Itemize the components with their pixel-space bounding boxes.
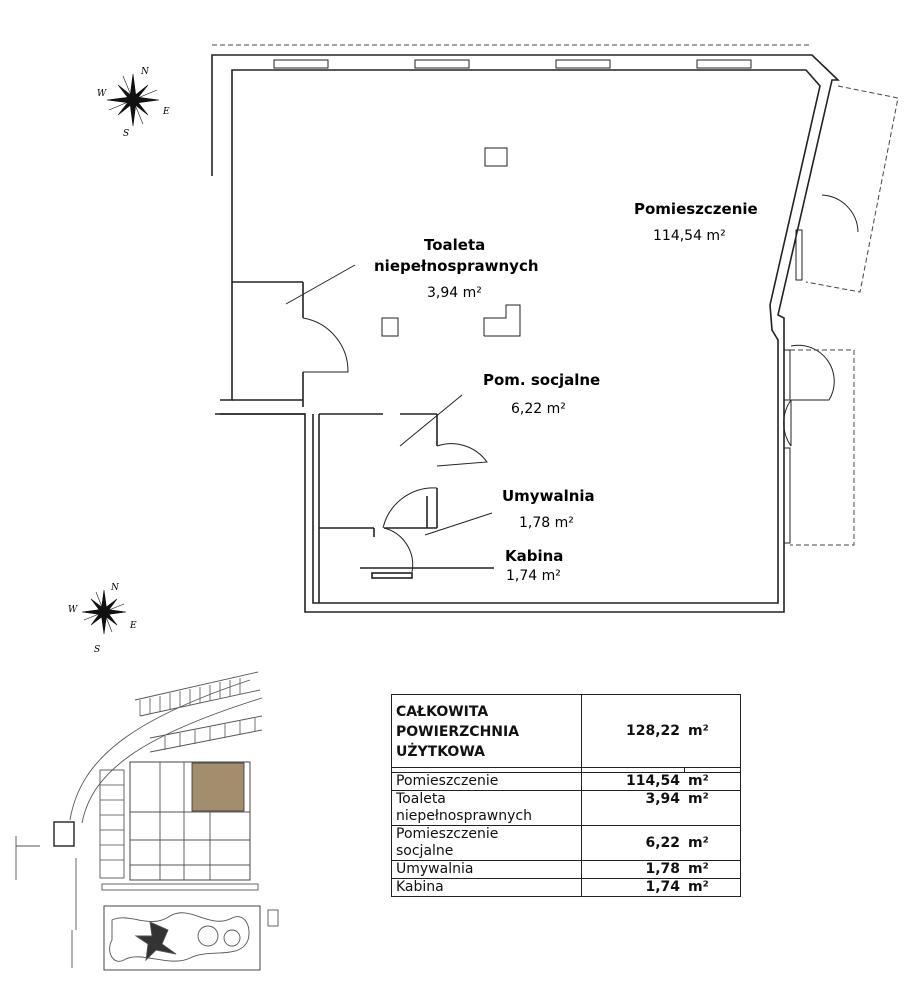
room-name-toaleta-line1: Toaleta (424, 236, 485, 254)
row-value-pomieszczenie: 114,54 (581, 772, 684, 791)
row-label-toaleta: Toaleta niepełnosprawnych (391, 790, 582, 826)
table-row: Pomieszczenie 114,54 m² (391, 772, 741, 791)
row-label-line2: socjalne (396, 843, 454, 859)
total-label-line2: POWIERZCHNIA (396, 724, 520, 740)
total-label-line3: UŻYTKOWA (396, 744, 485, 760)
room-area-socjalne: 6,22 m² (511, 401, 566, 417)
compass-small-n-label: N (110, 583, 120, 593)
compass-rose-small-icon: N E S W (68, 583, 137, 655)
terrace-outlines (212, 44, 899, 546)
row-unit: m² (684, 860, 741, 879)
row-label-line1: Toaleta (396, 791, 446, 807)
table-row: Kabina 1,74 m² (391, 878, 741, 897)
room-area-kabina: 1,74 m² (506, 568, 561, 584)
table-gap-row (391, 767, 741, 773)
table-row: Umywalnia 1,78 m² (391, 860, 741, 879)
site-key-plan (15, 671, 279, 971)
row-unit: m² (684, 790, 741, 826)
row-value-socjalne: 6,22 (581, 825, 684, 861)
row-value-umywalnia: 1,78 (581, 860, 684, 879)
row-label-line2: niepełnosprawnych (396, 808, 532, 824)
room-name-umywalnia: Umywalnia (502, 487, 595, 505)
row-value-toaleta: 3,94 (581, 790, 684, 826)
room-area-pomieszczenie: 114,54 m² (653, 228, 726, 244)
compass-small-s-label: S (94, 645, 100, 655)
room-area-umywalnia: 1,78 m² (519, 515, 574, 531)
room-name-toaleta-line2: niepełnosprawnych (374, 257, 539, 275)
row-unit: m² (684, 772, 741, 791)
total-unit: m² (684, 694, 741, 768)
row-label-pomieszczenie: Pomieszczenie (391, 772, 582, 791)
row-unit: m² (684, 825, 741, 861)
row-label-socjalne: Pomieszczenie socjalne (391, 825, 582, 861)
total-label-cell: CAŁKOWITA POWIERZCHNIA UŻYTKOWA (391, 694, 582, 768)
compass-small-e-label: E (129, 621, 137, 631)
row-label-line1: Pomieszczenie (396, 773, 499, 789)
leader-lines (285, 264, 493, 536)
room-name-pomieszczenie: Pomieszczenie (634, 200, 758, 218)
row-label-kabina: Kabina (391, 878, 582, 897)
total-label-line1: CAŁKOWITA (396, 704, 489, 720)
compass-rose-icon: N E S W (97, 67, 170, 139)
plan-walls (211, 54, 840, 613)
windows-top (273, 59, 752, 69)
total-value: 128,22 (581, 694, 684, 768)
highlighted-unit (191, 762, 245, 812)
compass-small-w-label: W (68, 605, 78, 615)
room-name-kabina: Kabina (505, 547, 563, 565)
room-area-toaleta: 3,94 m² (427, 285, 482, 301)
compass-w-label: W (97, 89, 107, 99)
table-row: Pomieszczenie socjalne 6,22 m² (391, 825, 741, 861)
compass-e-label: E (162, 107, 170, 117)
total-row: CAŁKOWITA POWIERZCHNIA UŻYTKOWA 128,22 m… (391, 694, 741, 768)
row-value-kabina: 1,74 (581, 878, 684, 897)
row-label-umywalnia: Umywalnia (391, 860, 582, 879)
area-summary-table: CAŁKOWITA POWIERZCHNIA UŻYTKOWA 128,22 m… (391, 694, 741, 897)
compass-s-label: S (123, 129, 129, 139)
row-unit: m² (684, 878, 741, 897)
row-label-line1: Pomieszczenie (396, 826, 499, 842)
table-row: Toaleta niepełnosprawnych 3,94 m² (391, 790, 741, 826)
plan-fixtures (381, 147, 803, 544)
room-name-socjalne: Pom. socjalne (483, 371, 600, 389)
compass-n-label: N (140, 67, 150, 77)
door-swings (302, 194, 859, 573)
